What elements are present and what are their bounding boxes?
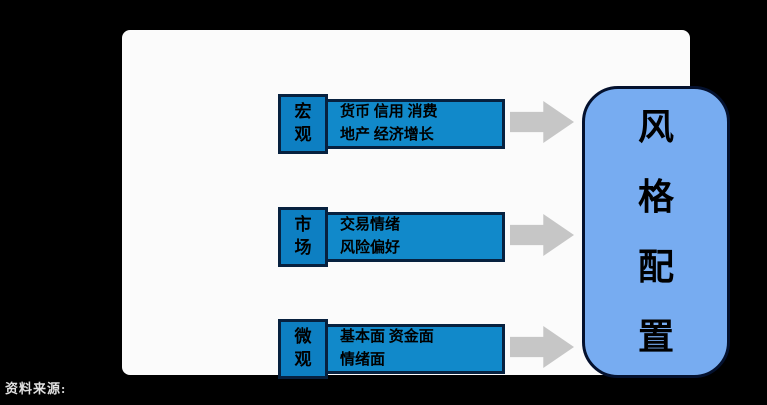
style-allocation-result-box: 风 格 配 置 [582,86,730,378]
row-micro: 微 观 基本面 资金面 情绪面 [278,319,505,379]
row-market: 市 场 交易情绪 风险偏好 [278,207,505,267]
arrow-right-icon [510,326,574,368]
arrow-right-icon [510,214,574,256]
row-macro: 宏 观 货币 信用 消费 地产 经济增长 [278,94,505,154]
data-source-label: 资料来源: [5,381,67,396]
market-label-box: 市 场 [278,207,328,267]
diagram-panel: 宏 观 货币 信用 消费 地产 经济增长 市 场 交易情绪 风险偏好 微 观 基… [122,30,730,379]
micro-label-box: 微 观 [278,319,328,379]
micro-content-box: 基本面 资金面 情绪面 [325,324,505,374]
macro-label-box: 宏 观 [278,94,328,154]
market-content-box: 交易情绪 风险偏好 [325,212,505,262]
macro-content-box: 货币 信用 消费 地产 经济增长 [325,99,505,149]
arrow-right-icon [510,101,574,143]
